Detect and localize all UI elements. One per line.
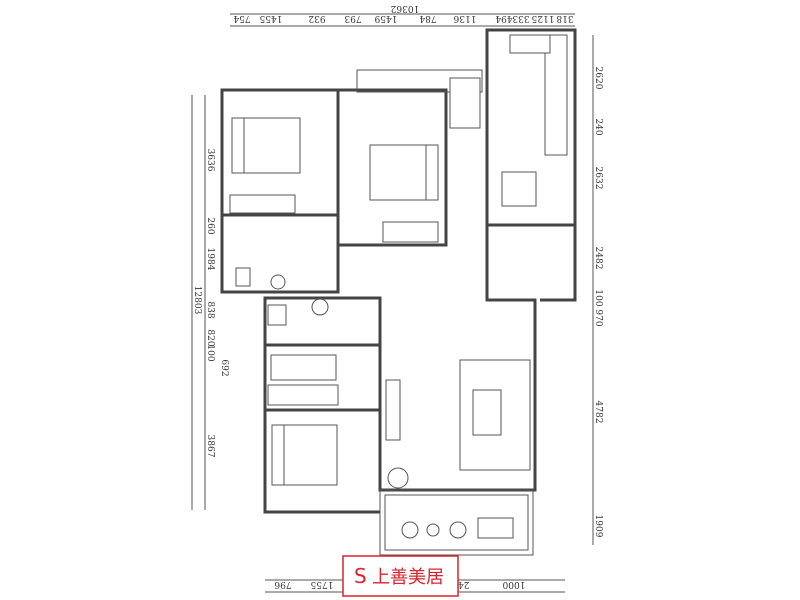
dim-top: 494 bbox=[495, 13, 512, 23]
dim-left: 838 bbox=[205, 301, 215, 318]
bed-pillow bbox=[231, 117, 245, 174]
wardrobe-lower bbox=[267, 384, 339, 406]
sink bbox=[311, 298, 329, 316]
dim-right: 2482 bbox=[593, 247, 603, 270]
coffee-table bbox=[472, 389, 502, 436]
right-dimensions: 2620 240 2632 2482 100 970 4782 1909 bbox=[593, 67, 603, 538]
dim-left: 260 bbox=[205, 217, 215, 234]
dim-top: 1136 bbox=[453, 13, 476, 23]
logo-text: 上善美居 bbox=[372, 567, 444, 588]
dim-left-overall: 12803 bbox=[192, 286, 202, 315]
toilet-lower bbox=[267, 304, 287, 326]
kitchen-counter-top bbox=[509, 34, 551, 54]
dim-top: 1455 bbox=[259, 13, 282, 23]
dim-right: 1909 bbox=[593, 515, 603, 538]
dim-right: 2620 bbox=[593, 67, 603, 90]
wardrobe-left bbox=[229, 194, 296, 214]
dim-right: 2632 bbox=[593, 167, 603, 190]
kitchen-counter bbox=[544, 34, 568, 156]
dim-right: 240 bbox=[593, 118, 603, 135]
dim-left: 100 bbox=[205, 344, 215, 361]
logo-mark: S bbox=[354, 564, 367, 588]
dim-top: 1125 bbox=[531, 13, 554, 23]
balcony-bottom bbox=[379, 489, 534, 556]
bed-pillow bbox=[271, 424, 285, 486]
dim-left: 3867 bbox=[205, 435, 215, 458]
tv-cabinet bbox=[385, 379, 401, 441]
left-dimensions: 12803 3636 260 1984 838 820 100 692 3867 bbox=[192, 149, 229, 458]
sink-upper bbox=[270, 274, 286, 290]
dim-top: 318 bbox=[556, 13, 573, 23]
dim-left: 1984 bbox=[205, 248, 215, 271]
walls bbox=[220, 28, 577, 556]
dim-bottom: 796 bbox=[274, 579, 291, 589]
side-table bbox=[426, 523, 440, 537]
dim-left: 3636 bbox=[205, 149, 215, 172]
dim-left: 820 bbox=[205, 329, 215, 346]
top-dimensions: 10362 754 1455 932 793 1459 784 1136 494… bbox=[233, 3, 573, 23]
brand-logo: S 上善美居 bbox=[342, 555, 459, 597]
chair bbox=[449, 521, 467, 539]
wall-kitchen bbox=[485, 28, 577, 227]
wall-right bbox=[540, 225, 577, 302]
dining-table bbox=[501, 171, 537, 207]
dim-right: 970 bbox=[593, 309, 603, 326]
wardrobe-middle bbox=[382, 221, 439, 243]
toilet-upper bbox=[235, 267, 251, 287]
dim-right: 100 bbox=[593, 289, 603, 306]
bed-pillow bbox=[425, 144, 439, 201]
dim-left: 692 bbox=[219, 359, 229, 376]
dim-top: 793 bbox=[344, 13, 361, 23]
lounge-chair bbox=[477, 517, 514, 539]
chair bbox=[401, 521, 419, 539]
dim-top: 1459 bbox=[374, 13, 397, 23]
vanity bbox=[270, 354, 337, 381]
dim-top: 754 bbox=[233, 13, 250, 23]
wall-balcony-top bbox=[356, 69, 483, 93]
laundry-rack bbox=[449, 77, 481, 129]
dim-top: 333 bbox=[512, 13, 529, 23]
dim-bottom: 1000 bbox=[502, 579, 525, 589]
round-table bbox=[387, 467, 409, 489]
dim-top-overall: 10362 bbox=[391, 3, 420, 13]
dim-top: 932 bbox=[308, 13, 325, 23]
dim-bottom: 1755 bbox=[310, 579, 333, 589]
furniture bbox=[229, 34, 568, 539]
dim-top: 784 bbox=[419, 13, 436, 23]
wall-bedroom-middle bbox=[336, 88, 448, 247]
balcony-inner bbox=[384, 494, 529, 551]
dim-right: 4782 bbox=[593, 401, 603, 424]
